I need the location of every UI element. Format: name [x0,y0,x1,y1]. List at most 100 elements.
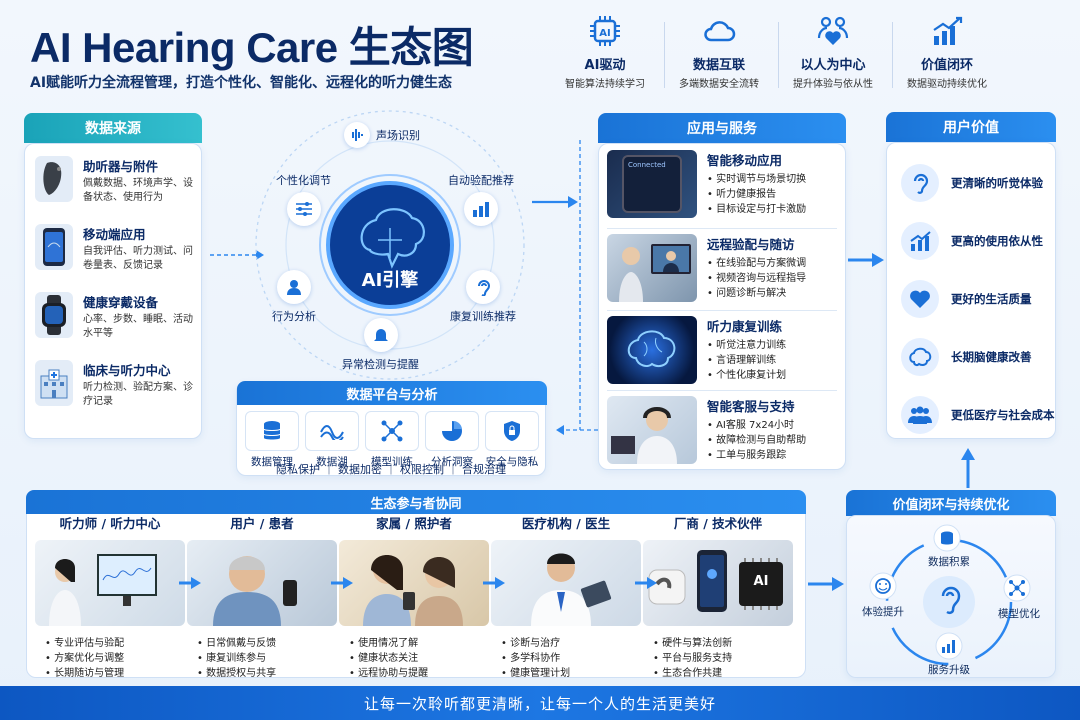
app-line: • AI客服 7x24小时 [707,420,795,431]
participant-line: • 健康管理计划 [501,668,571,679]
phone-image [35,224,73,270]
app-remote-fitting: 远程验配与随访 • 在线验配与方案微调 • 视频咨询与远程指导 • 问题诊断与解… [607,234,839,302]
loop-node: 服务升级 [928,664,970,676]
family-image [339,540,489,626]
smartwatch-image [35,292,73,338]
highlight-desc: 数据驱动持续优化 [907,79,987,90]
sliders-icon [286,192,321,226]
cloud-icon [704,21,736,42]
participant-vendor: 厂商 / 技术伙伴 AI • 硬件与算法创新 • 平台与服务支持 • 生态合作共… [643,513,793,681]
arrow-up [961,448,975,488]
hospital-image [35,360,73,406]
loop-node: 数据积累 [928,556,970,568]
ear-icon [466,270,500,304]
platform-label: 安全与隐私 [485,456,539,468]
divider [607,310,837,311]
highlight-title: 价值闭环 [920,58,973,73]
engine-node-sound: 声场识别 [344,122,420,148]
ecosystem-arrows [179,577,657,589]
app-line: • 问题诊断与解决 [707,288,787,299]
participant-line: • 专业评估与验配 [45,638,125,649]
database-icon [263,421,281,440]
participant-line: • 多学科协作 [501,653,561,664]
source-desc: 心率、步数、睡眠、活动水平等 [83,314,193,339]
data-lake-icon [320,425,344,440]
source-title: 移动端应用 [83,227,146,242]
app-line: • 听力健康报告 [707,189,777,200]
soundwave-icon [344,122,370,148]
app-line: • 目标设定与打卡激励 [707,204,807,215]
app-line: • 实时调节与场景切换 [707,174,807,185]
brain-icon [901,338,939,376]
source-desc: 听力检测、验配方案、诊疗记录 [83,382,193,407]
participant-line: • 数据授权与共享 [197,668,277,679]
app-line: • 个性化康复计划 [707,370,787,381]
footer-banner: 让每一次聆听都更清晰，让每一个人的生活更美好 [0,686,1080,720]
heart-icon [901,280,939,318]
source-clinic: 临床与听力中心听力检测、验配方案、诊疗记录 [35,360,201,409]
highlight-desc: 提升体验与依从性 [793,79,873,90]
source-title: 临床与听力中心 [83,363,171,378]
doctor-image [491,540,641,626]
highlight-title: 数据互联 [692,58,745,73]
loop-panel: 数据积累 模型优化 服务升级 体验提升 [846,515,1056,678]
app-title: 听力康复训练 [707,319,783,334]
customer-service-image [607,396,697,464]
mobile-app-image: Connected [607,150,697,218]
network-icon [381,420,403,442]
app-title: 远程验配与随访 [707,237,795,252]
ai-chip-label: AI [753,574,769,589]
platform-panel: 数据平台与分析 数据管理 数据湖 模型训练 分析洞察 安全与隐私 [236,381,547,476]
app-mobile: Connected 智能移动应用 • 实时调节与场景切换 • 听力健康报告 • … [607,150,839,218]
value-item: 更高的使用依从性 [901,219,1080,263]
loop-diagram [869,524,1031,666]
participant-title: 厂商 / 技术伙伴 [673,516,763,531]
loop-node: 体验提升 [862,606,904,618]
participant-doctor: 医疗机构 / 医生 • 诊断与治疗 • 多学科协作 • 健康管理计划 [491,513,641,681]
loop-node: 模型优化 [998,608,1040,620]
participant-title: 听力师 / 听力中心 [59,516,161,531]
patient-image [187,540,337,626]
apps-panel: Connected 智能移动应用 • 实时调节与场景切换 • 听力健康报告 • … [598,143,846,470]
value-item: 更好的生活质量 [901,277,1080,321]
platform-label: 模型训练 [371,456,413,468]
bell-icon [363,318,398,352]
participant-title: 医疗机构 / 医生 [521,516,611,531]
app-line: • 视频咨询与远程指导 [707,273,807,284]
platform-label: 数据管理 [251,456,293,468]
value-item: 更低医疗与社会成本 [901,393,1080,437]
value-item: 长期脑健康改善 [901,335,1080,379]
smiley-icon [875,578,891,594]
highlight-people-centered: 以人为中心 提升体验与依从性 [778,14,888,90]
participant-line: • 日常佩戴与反馈 [197,638,277,649]
arrow-right [848,253,884,267]
highlight-ai-driven: AI AI驱动 智能算法持续学习 [550,14,660,90]
growth-chart-icon [933,16,963,45]
platform-label: 分析洞察 [431,456,473,468]
source-desc: 佩戴数据、环境声学、设备状态、使用行为 [83,178,193,203]
chart-up-icon [942,640,955,653]
divider [664,22,665,88]
network-icon [1009,580,1025,596]
page-subtitle: AI赋能听力全流程管理，打造个性化、智能化、远程化的听力健生态 [30,75,453,91]
platform-item-icon [245,411,299,451]
highlight-title: AI驱动 [584,58,626,73]
highlight-desc: 多端数据安全流转 [679,79,759,90]
app-title: 智能移动应用 [707,153,783,168]
platform-item-icon [365,411,419,451]
source-mobile-app: 移动端应用自我评估、听力测试、问卷量表、反馈记录 [35,224,201,273]
divider [892,22,893,88]
participant-family: 家属 / 照护者 • 使用情况了解 • 健康状态关注 • 远程协助与提醒 [339,513,489,681]
participant-line: • 远程协助与提醒 [349,668,429,679]
platform-item-icon [425,411,479,451]
source-wearable: 健康穿戴设备心率、步数、睡眠、活动水平等 [35,292,201,341]
participant-line: • 方案优化与调整 [45,653,125,664]
engine-node-behavior: 行为分析 [272,270,316,324]
engine-node-personal: 个性化调节 [276,172,331,230]
divider [607,228,837,229]
people-heart-icon [817,16,849,45]
ear-icon [901,164,939,202]
database-icon [941,534,953,545]
engine-label: AI引擎 [361,270,419,291]
app-title: 智能客服与支持 [707,399,795,414]
